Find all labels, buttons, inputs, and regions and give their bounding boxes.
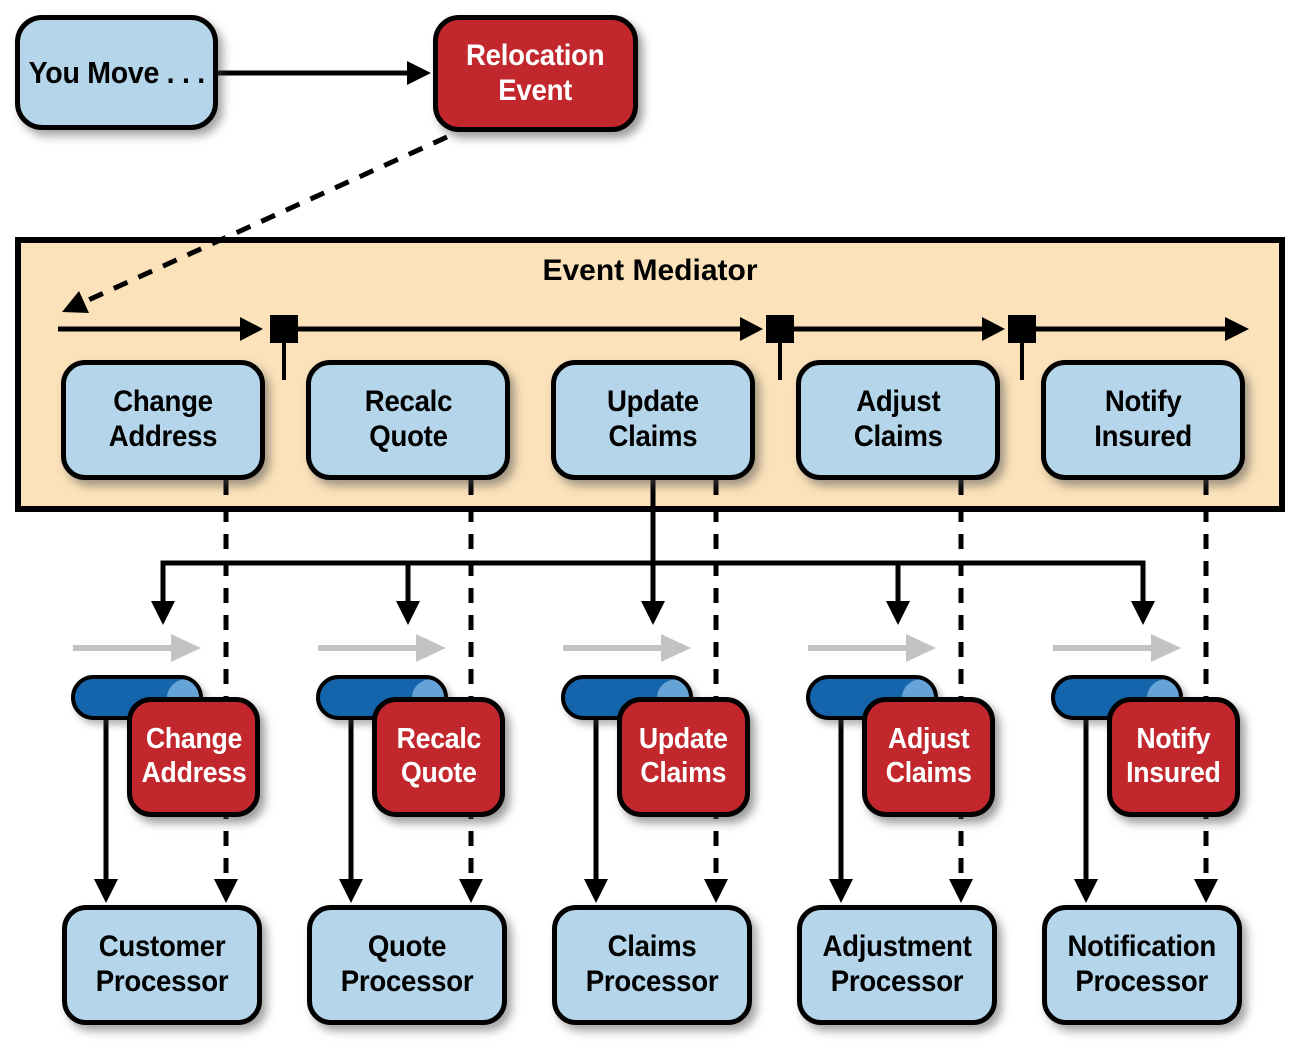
gray-right-arrow-icon (906, 634, 936, 662)
queue-direction-arrows (73, 634, 1181, 662)
processor-quote: Quote Processor (307, 905, 507, 1025)
processor-label: Claims Processor (585, 930, 719, 998)
mediator-step-recalc-quote: Recalc Quote (306, 360, 510, 480)
processor-notification: Notification Processor (1042, 905, 1242, 1025)
down-arrowhead-icon (459, 879, 483, 903)
processor-adjustment: Adjustment Processor (797, 905, 997, 1025)
gray-right-arrow-icon (1151, 634, 1181, 662)
trigger-box: You Move . . . (15, 15, 218, 130)
down-arrowhead-icon (94, 879, 118, 903)
gray-right-arrow-icon (171, 634, 201, 662)
processor-claims: Claims Processor (552, 905, 752, 1025)
trigger-label: You Move . . . (28, 54, 205, 90)
mediator-step-label: Update Claims (607, 385, 699, 453)
processor-label: Customer Processor (95, 930, 229, 998)
relocation-event-box: Relocation Event (433, 15, 638, 132)
down-arrowhead-icon (1074, 879, 1098, 903)
mediator-step-label: Notify Insured (1094, 385, 1192, 453)
event-message-recalc-quote: Recalc Quote (372, 697, 505, 817)
down-arrowhead-icon (1194, 879, 1218, 903)
mediator-step-adjust-claims: Adjust Claims (796, 360, 1000, 480)
down-arrowhead-icon (1131, 601, 1155, 625)
down-arrowhead-icon (704, 879, 728, 903)
down-arrowhead-icon (151, 601, 175, 625)
event-message-label: Notify Insured (1126, 723, 1221, 789)
down-arrowhead-icon (886, 601, 910, 625)
trigger-to-event-arrow (218, 61, 431, 85)
event-message-update-claims: Update Claims (617, 697, 750, 817)
down-arrowhead-icon (641, 601, 665, 625)
processor-label: Quote Processor (340, 930, 474, 998)
down-arrowhead-icon (339, 879, 363, 903)
mediator-step-label: Change Address (108, 385, 218, 453)
gray-right-arrow-icon (416, 634, 446, 662)
processor-label: Notification Processor (1067, 930, 1217, 998)
processor-label: Adjustment Processor (822, 930, 972, 998)
down-arrowhead-icon (949, 879, 973, 903)
event-message-label: Recalc Quote (396, 723, 481, 789)
gray-right-arrow-icon (661, 634, 691, 662)
mediator-step-label: Recalc Quote (364, 385, 452, 453)
event-message-label: Change Address (141, 723, 246, 789)
down-arrowhead-icon (396, 601, 420, 625)
event-message-label: Update Claims (639, 723, 728, 789)
down-arrowhead-icon (829, 879, 853, 903)
event-message-label: Adjust Claims (885, 723, 972, 789)
mediator-step-label: Adjust Claims (853, 385, 943, 453)
event-mediator-title: Event Mediator (542, 254, 758, 287)
event-message-change-address: Change Address (127, 697, 260, 817)
relocation-event-label: Relocation Event (466, 38, 605, 107)
down-arrowhead-icon (584, 879, 608, 903)
down-arrowhead-icon (214, 879, 238, 903)
mediator-step-change-address: Change Address (61, 360, 265, 480)
mediator-step-notify-insured: Notify Insured (1041, 360, 1245, 480)
event-message-notify-insured: Notify Insured (1107, 697, 1240, 817)
mediator-step-update-claims: Update Claims (551, 360, 755, 480)
processor-customer: Customer Processor (62, 905, 262, 1025)
event-message-adjust-claims: Adjust Claims (862, 697, 995, 817)
